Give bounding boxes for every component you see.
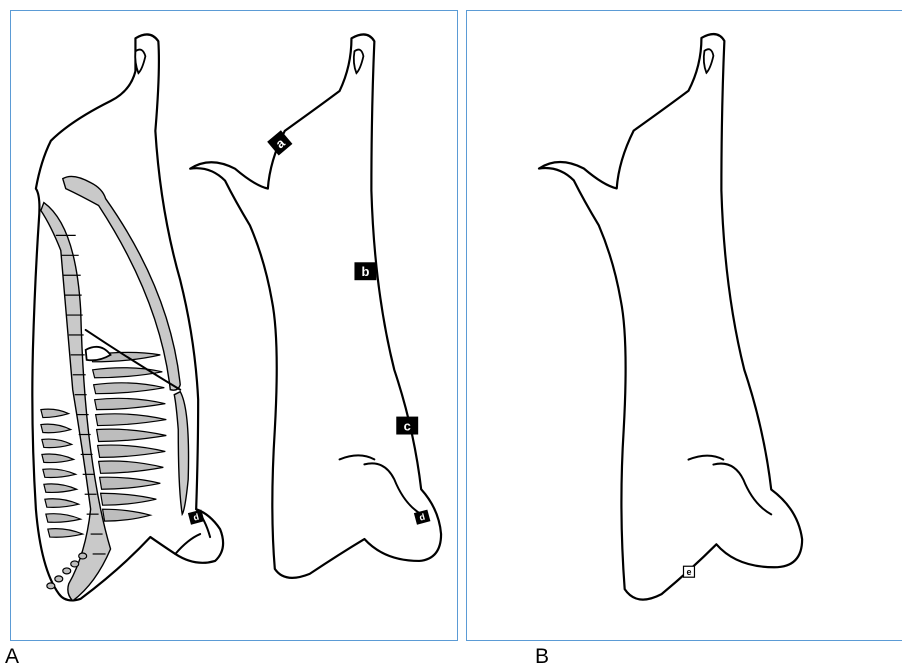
- svg-text:c: c: [404, 419, 411, 434]
- carcass-external-view-b: [539, 34, 802, 600]
- panel-a-drawing: a b c d d: [11, 11, 457, 640]
- panel-a: a b c d d: [10, 10, 458, 641]
- svg-text:b: b: [361, 264, 369, 279]
- caption-b: B: [535, 646, 549, 667]
- marker-b: b: [354, 262, 376, 280]
- panel-b: e: [466, 10, 902, 641]
- marker-e: e: [684, 566, 695, 577]
- carcass-outline-b: [539, 34, 802, 600]
- carcass-external-view-a: [190, 34, 441, 577]
- caption-a: A: [5, 646, 19, 667]
- svg-text:e: e: [686, 567, 691, 577]
- panel-b-drawing: e: [467, 11, 902, 640]
- marker-c: c: [396, 417, 418, 435]
